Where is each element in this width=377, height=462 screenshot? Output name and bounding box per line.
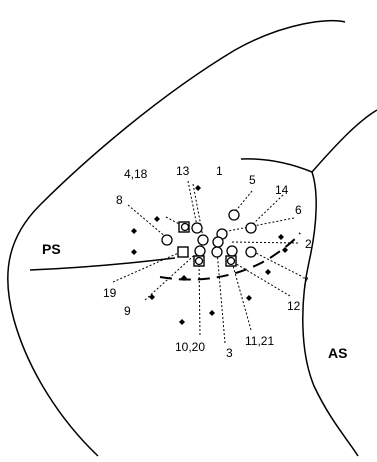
principal-sulcus-line	[29, 257, 176, 271]
site-label: 2	[305, 237, 312, 251]
leader-lines	[112, 180, 302, 344]
region-label-as: AS	[328, 345, 347, 361]
site-dot	[278, 234, 284, 240]
brain-outline	[7, 19, 346, 457]
site-dot	[246, 295, 252, 301]
site-square	[177, 246, 189, 258]
site-circle	[226, 245, 238, 257]
site-label: 10,20	[175, 340, 205, 354]
site-dot	[154, 216, 160, 222]
site-circle	[245, 246, 257, 258]
site-label: 4,18	[124, 167, 148, 181]
site-dot	[131, 228, 137, 234]
site-dot	[181, 275, 187, 281]
site-circle	[228, 209, 240, 221]
site-circle	[161, 234, 173, 246]
site-label: 9	[124, 304, 131, 318]
site-dot	[282, 247, 288, 253]
site-circle	[212, 236, 224, 248]
site-circle-in-square	[194, 256, 204, 266]
filled-dot-markers	[131, 185, 288, 325]
site-dot	[179, 319, 185, 325]
site-label: 7	[302, 275, 309, 289]
site-circle	[194, 245, 206, 257]
site-circle-in-square	[226, 256, 236, 266]
region-label-ps: PS	[42, 241, 61, 257]
site-label: 12	[287, 299, 301, 313]
site-dot	[149, 294, 155, 300]
site-label: 1	[216, 164, 223, 178]
site-label: 13	[176, 164, 190, 178]
site-dot	[131, 249, 137, 255]
site-circle	[211, 246, 223, 258]
site-label: 11,21	[245, 334, 274, 348]
site-dot	[265, 269, 271, 275]
site-label: 14	[275, 183, 289, 197]
open-circle-markers	[161, 209, 257, 258]
site-label: 19	[103, 286, 117, 300]
site-circle	[197, 234, 209, 246]
site-label: 3	[226, 346, 233, 360]
site-circle	[191, 222, 203, 234]
arcuate-sulcus-line	[240, 109, 377, 457]
dashed-boundary	[159, 232, 301, 281]
site-circle	[245, 222, 257, 234]
site-circle-in-square	[180, 222, 190, 232]
site-label: 8	[116, 193, 123, 207]
site-label: 5	[249, 173, 256, 187]
site-dot	[195, 185, 201, 191]
site-dot	[209, 310, 215, 316]
site-label: 6	[295, 203, 302, 217]
